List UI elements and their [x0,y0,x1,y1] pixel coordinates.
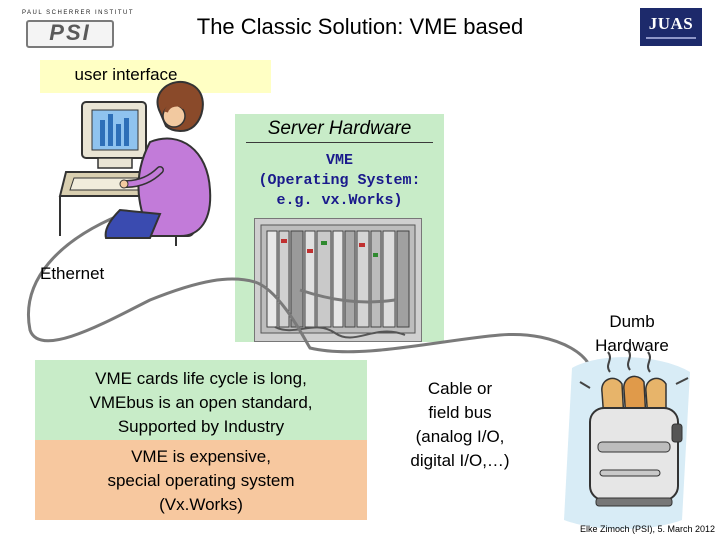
ethernet-label: Ethernet [40,264,105,283]
psi-logo-box: PSI [26,20,114,48]
cable-line: field bus [428,403,492,422]
cons-box [35,440,367,520]
vme-os-line: VME [325,152,353,169]
juas-logo: JUAS [640,8,702,46]
vme-os-label: VME (Operating System: e.g. vx.Works) [235,151,444,211]
psi-logo: PAUL SCHERRER INSTITUT PSI [22,10,133,48]
cons-text: VME is expensive, special operating syst… [35,445,367,517]
dumb-hardware-line: Hardware [595,336,669,355]
juas-logo-word: JUAS [648,14,694,33]
pros-box [35,360,367,440]
footer-credit: Elke Zimoch (PSI), 5. March 2012 [579,524,715,534]
juas-logo-underline [646,37,696,39]
cons-line: special operating system [107,471,295,490]
vme-os-line: (Operating System: [258,172,421,189]
dumb-hardware-line: Dumb [609,312,655,331]
dumb-hardware-label: Dumb Hardware [570,310,694,358]
server-hardware-divider [246,142,433,143]
vme-os-line: e.g. vx.Works) [276,192,403,209]
user-interface-label: user interface [74,65,178,84]
cable-line: Cable or [427,379,493,398]
cable-line: digital I/O,…) [410,451,510,470]
page-title: The Classic Solution: VME based [196,14,524,39]
psi-logo-topline: PAUL SCHERRER INSTITUT [22,10,135,16]
user-interface-box [40,60,271,93]
cable-label: Cable or field bus (analog I/O, digital … [395,377,525,473]
psi-logo-word: PSI [49,20,91,45]
cable-line: (analog I/O, [415,427,505,446]
pros-line: VME cards life cycle is long, [95,369,307,388]
pros-text: VME cards life cycle is long, VMEbus is … [35,367,367,439]
pros-line: Supported by Industry [117,417,285,436]
pros-line: VMEbus is an open standard, [89,393,313,412]
server-hardware-title: Server Hardware [267,118,412,139]
vme-crate-icon [254,218,422,342]
cons-line: VME is expensive, [131,447,271,466]
cons-line: (Vx.Works) [159,495,243,514]
